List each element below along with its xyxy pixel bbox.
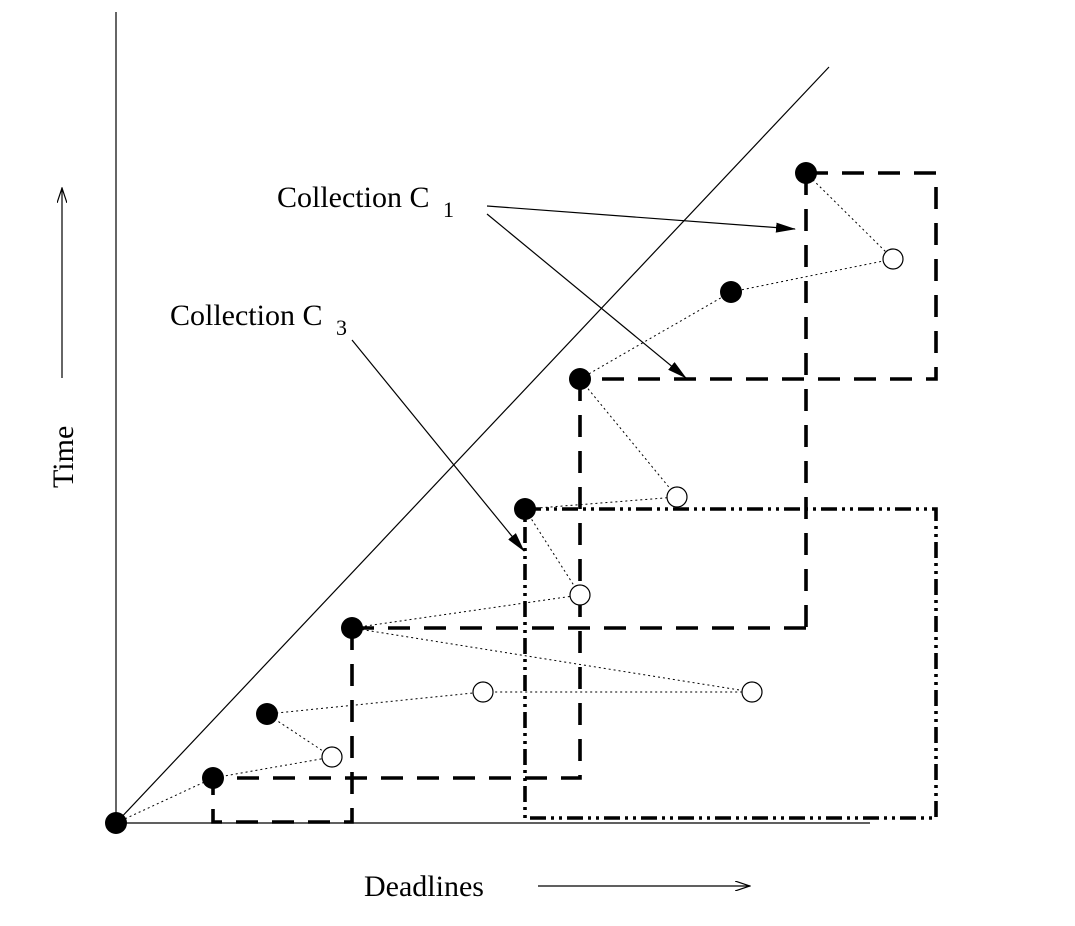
x-axis-label: Deadlines — [364, 870, 484, 903]
open-points — [321, 248, 904, 768]
collection-c1-subscript: 1 — [443, 197, 454, 222]
c1-arrow-to-mid-box — [486, 213, 687, 379]
open-point — [569, 584, 591, 606]
diagonal-line — [115, 66, 830, 824]
y-axis-label: Time — [47, 426, 80, 488]
dotted-path — [115, 172, 895, 824]
open-point — [666, 486, 688, 508]
filled-point — [514, 498, 536, 520]
filled-point — [341, 617, 363, 639]
collection-c3-label: Collection C 3 — [170, 299, 347, 340]
filled-points — [105, 162, 817, 834]
open-point — [882, 248, 904, 270]
filled-point — [256, 703, 278, 725]
filled-point — [202, 767, 224, 789]
box-lower-left — [211, 628, 354, 824]
filled-point — [795, 162, 817, 184]
open-point — [741, 681, 763, 703]
open-point — [472, 681, 494, 703]
c1-arrow-to-top-box — [486, 205, 796, 233]
c3-arrow-to-box — [351, 339, 525, 552]
collection-c1-label: Collection C 1 — [277, 181, 454, 222]
filled-point — [720, 281, 742, 303]
box-collection-c3 — [523, 507, 938, 820]
open-point — [321, 746, 343, 768]
dashed-boxes — [211, 171, 938, 824]
collection-c3-subscript: 3 — [336, 315, 347, 340]
box-top-right — [580, 171, 938, 381]
filled-point — [569, 368, 591, 390]
filled-point — [105, 812, 127, 834]
box-mid — [213, 379, 582, 780]
